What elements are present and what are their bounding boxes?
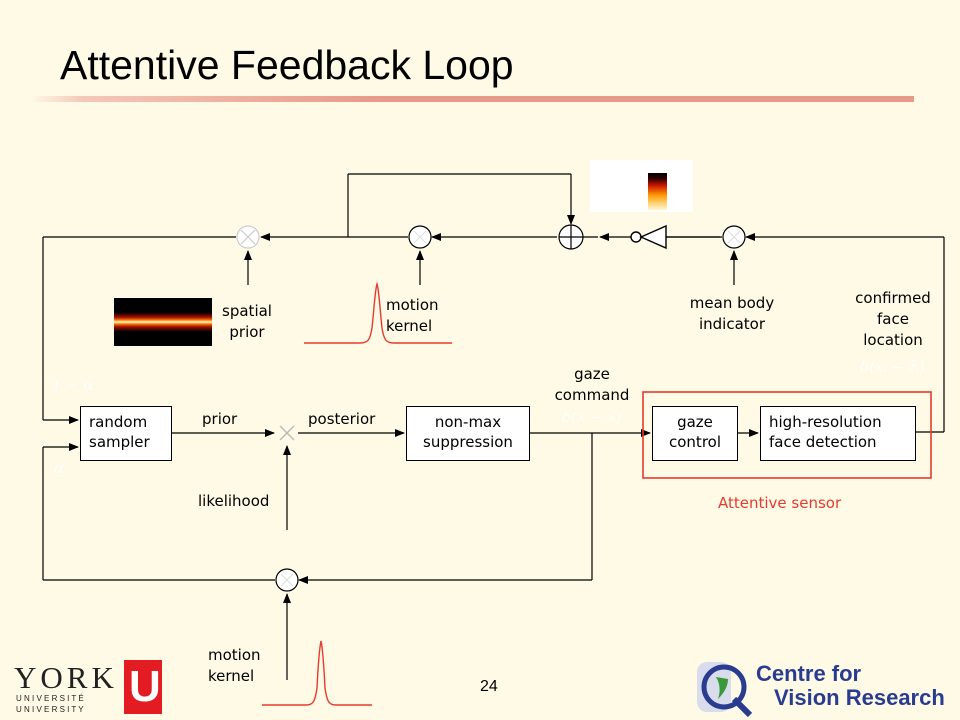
page-number: 24 <box>480 678 498 695</box>
york-wordmark: YORK <box>14 660 118 695</box>
york-subline-fr: U N I V E R S I T É <box>16 694 84 703</box>
likelihood-label: likelihood <box>198 492 270 510</box>
motion-kernel-bottom-curve <box>262 640 372 706</box>
multiply-node-spatial <box>236 225 260 249</box>
cvr-line-2: Vision Research <box>774 685 945 710</box>
motion-kernel-top-curve <box>304 281 452 344</box>
face-location-math: δ(xᵢ − ẑᵢ) <box>860 358 926 376</box>
gaze-command-math: δ(x − x̂) <box>562 408 622 426</box>
attentive-sensor-frame <box>642 391 932 479</box>
prior-label: prior <box>202 410 238 428</box>
attentive-sensor-label: Attentive sensor <box>718 494 842 512</box>
title-rule <box>30 96 914 102</box>
multiply-node-bottom <box>275 568 299 592</box>
gain-amplifier <box>630 224 667 250</box>
one-minus-alpha-math: 1 − α <box>52 376 94 394</box>
mean-body-heatmap <box>590 160 693 212</box>
spatial-prior-heatmap <box>114 298 212 346</box>
page-title: Attentive Feedback Loop <box>60 42 514 88</box>
alpha-math: α <box>54 459 65 477</box>
multiply-node-posterior <box>279 425 295 441</box>
york-subline-en: U N I V E R S I T Y <box>16 705 84 714</box>
cvr-logo: Centre for Vision Research <box>694 657 954 717</box>
sum-node <box>558 224 584 250</box>
multiply-node-motion <box>408 225 432 249</box>
cvr-q-icon <box>697 662 753 717</box>
multiply-node-mean-body <box>722 225 746 249</box>
york-university-logo: YORK U N I V E R S I T É U N I V E R S I… <box>12 660 162 716</box>
posterior-label: posterior <box>308 410 376 428</box>
york-u-mark: U <box>124 660 162 714</box>
cvr-line-1: Centre for <box>756 661 862 686</box>
